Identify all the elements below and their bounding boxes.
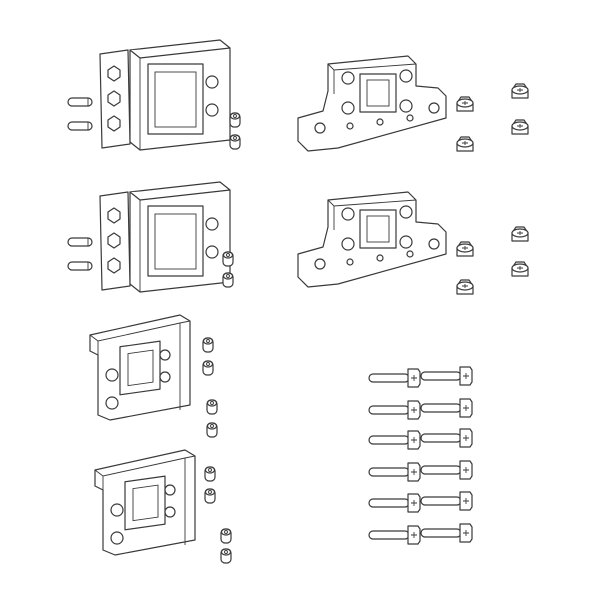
long-screw — [368, 368, 421, 388]
sleeve — [202, 360, 214, 376]
flat-bracket-1 — [89, 314, 191, 421]
block-bracket-1 — [99, 39, 231, 151]
pin — [67, 261, 93, 271]
sleeve — [229, 134, 241, 150]
screw — [456, 241, 474, 257]
long-screw — [368, 400, 421, 420]
long-screw — [368, 493, 421, 513]
screw — [456, 279, 474, 295]
long-screw — [368, 462, 421, 482]
screw — [511, 261, 529, 277]
long-screw — [368, 430, 421, 450]
long-screw — [420, 523, 473, 543]
screw — [511, 119, 529, 135]
sleeve — [229, 112, 241, 128]
screw — [456, 96, 474, 112]
screw — [511, 83, 529, 99]
block-bracket-2 — [99, 181, 231, 293]
long-screw — [368, 525, 421, 545]
sleeve — [202, 337, 214, 353]
long-screw — [420, 366, 473, 386]
sleeve — [220, 528, 232, 544]
wing-bracket-1 — [297, 55, 447, 152]
screw — [456, 136, 474, 152]
pin — [67, 237, 93, 247]
sleeve — [206, 422, 218, 438]
pin — [67, 97, 93, 107]
pin — [67, 121, 93, 131]
long-screw — [420, 428, 473, 448]
sleeve — [204, 488, 216, 504]
wing-bracket-2 — [297, 191, 447, 288]
long-screw — [420, 398, 473, 418]
long-screw — [420, 491, 473, 511]
sleeve — [206, 399, 218, 415]
long-screw — [420, 460, 473, 480]
sleeve — [222, 251, 234, 267]
long-screw-set — [368, 366, 473, 545]
flat-bracket-2 — [94, 449, 196, 556]
sleeve — [220, 548, 232, 564]
sleeve — [204, 466, 216, 482]
screw — [511, 226, 529, 242]
sleeve — [222, 272, 234, 288]
